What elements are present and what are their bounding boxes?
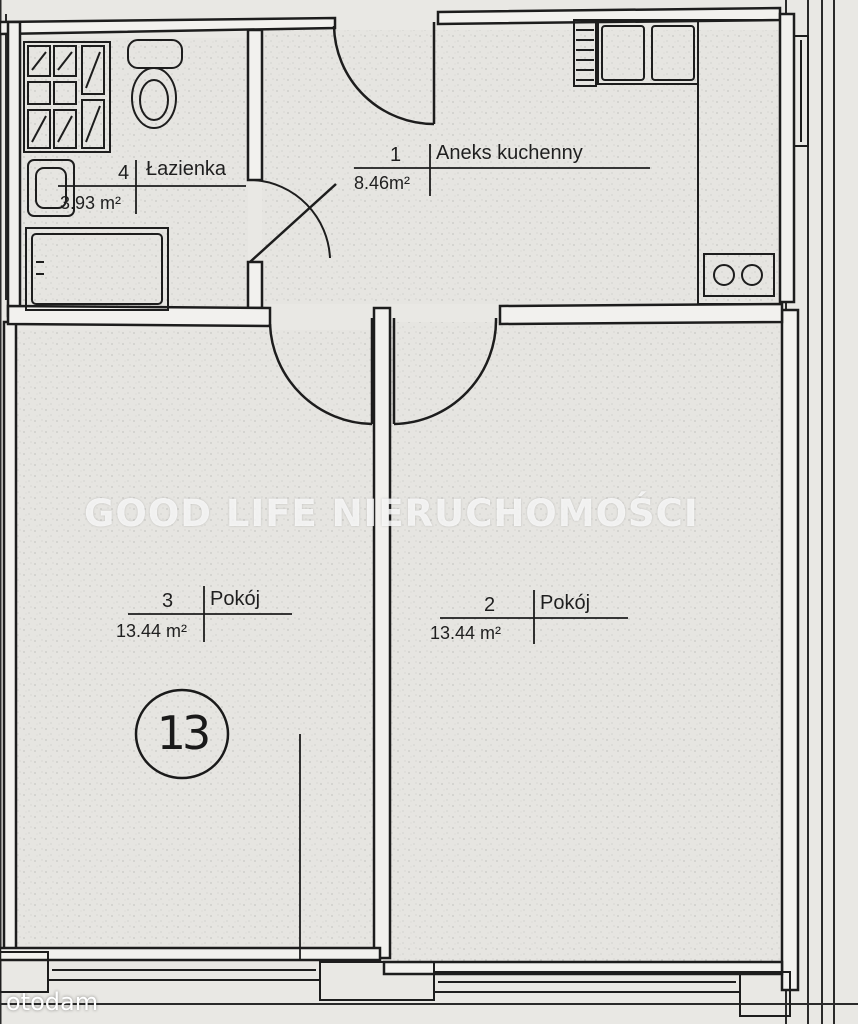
room-2-area: 13.44 m² (430, 623, 502, 643)
label-leaders (58, 144, 650, 960)
room-1-number: 1 (390, 144, 402, 166)
room-2-number: 2 (484, 594, 496, 616)
room-1-name: Aneks kuchenny (436, 142, 583, 164)
watermark: GOOD LIFE NIERUCHOMOŚCI (84, 492, 699, 535)
room-4-number: 4 (118, 162, 130, 184)
room-3-number: 3 (162, 590, 174, 612)
room-3-name: Pokój (210, 588, 261, 610)
brand-logo: otodam (6, 988, 99, 1016)
side-window (793, 35, 809, 147)
unit-circle (134, 688, 230, 780)
room-4-area: 3.93 m² (60, 193, 122, 213)
bathroom-fixtures (23, 39, 183, 311)
room-1-area: 8.46m² (354, 173, 411, 193)
bottom-windows (0, 951, 791, 1017)
door-swings (249, 22, 498, 426)
room-4-name: Łazienka (146, 158, 227, 180)
room-floors (14, 30, 782, 970)
unit-number: 13 (156, 706, 212, 760)
room-2-name: Pokój (540, 592, 591, 614)
room-3-area: 13.44 m² (116, 621, 188, 641)
kitchen-fixtures (573, 19, 781, 305)
